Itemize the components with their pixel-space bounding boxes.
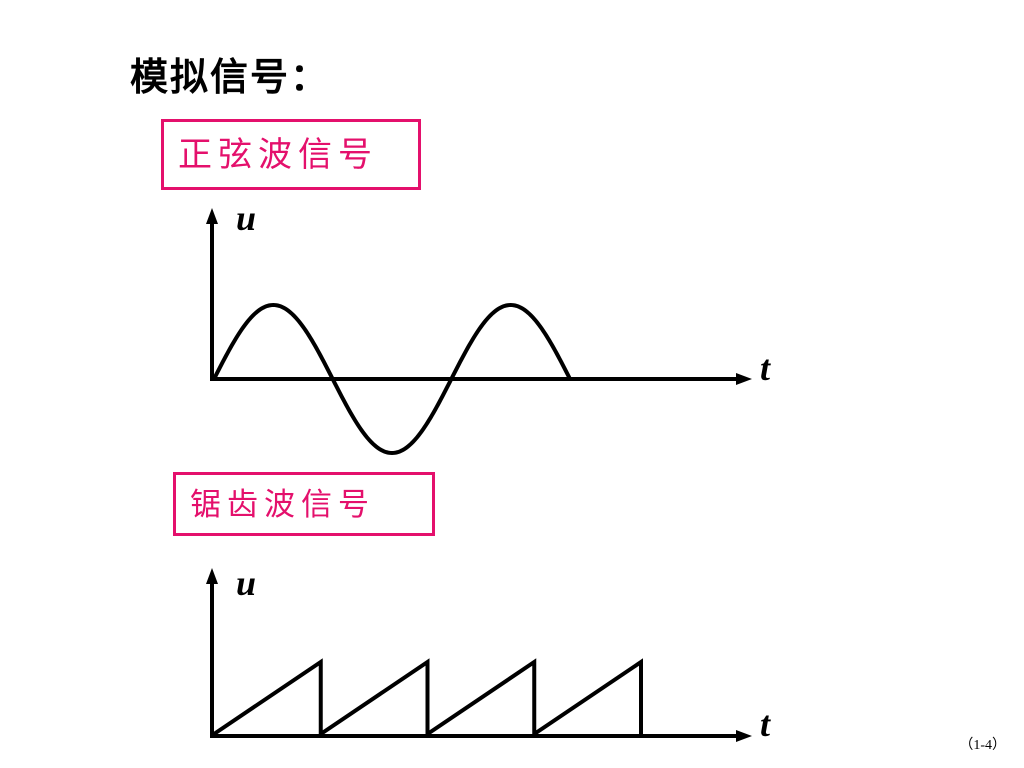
sine-graph: [206, 208, 752, 456]
sawtooth-y-axis-label: u: [236, 563, 257, 603]
sine-y-axis-arrow: [206, 208, 218, 224]
sine-wave-label: 正弦波信号: [161, 119, 421, 190]
sine-y-axis-label: u: [236, 198, 257, 238]
sine-x-axis-arrow: [736, 373, 752, 385]
sawtooth-x-axis-arrow: [736, 730, 752, 742]
page-number: （1-4）: [959, 738, 1006, 753]
sine-x-axis-label: t: [760, 348, 771, 388]
sawtooth-curve: [212, 658, 643, 738]
slide-title: 模拟信号：: [130, 54, 331, 99]
sawtooth-y-axis-arrow: [206, 568, 218, 584]
sawtooth-graph: [206, 568, 752, 742]
sine-curve: [212, 302, 572, 456]
sawtooth-wave-label: 锯齿波信号: [173, 472, 435, 536]
sawtooth-x-axis-label: t: [760, 704, 771, 744]
